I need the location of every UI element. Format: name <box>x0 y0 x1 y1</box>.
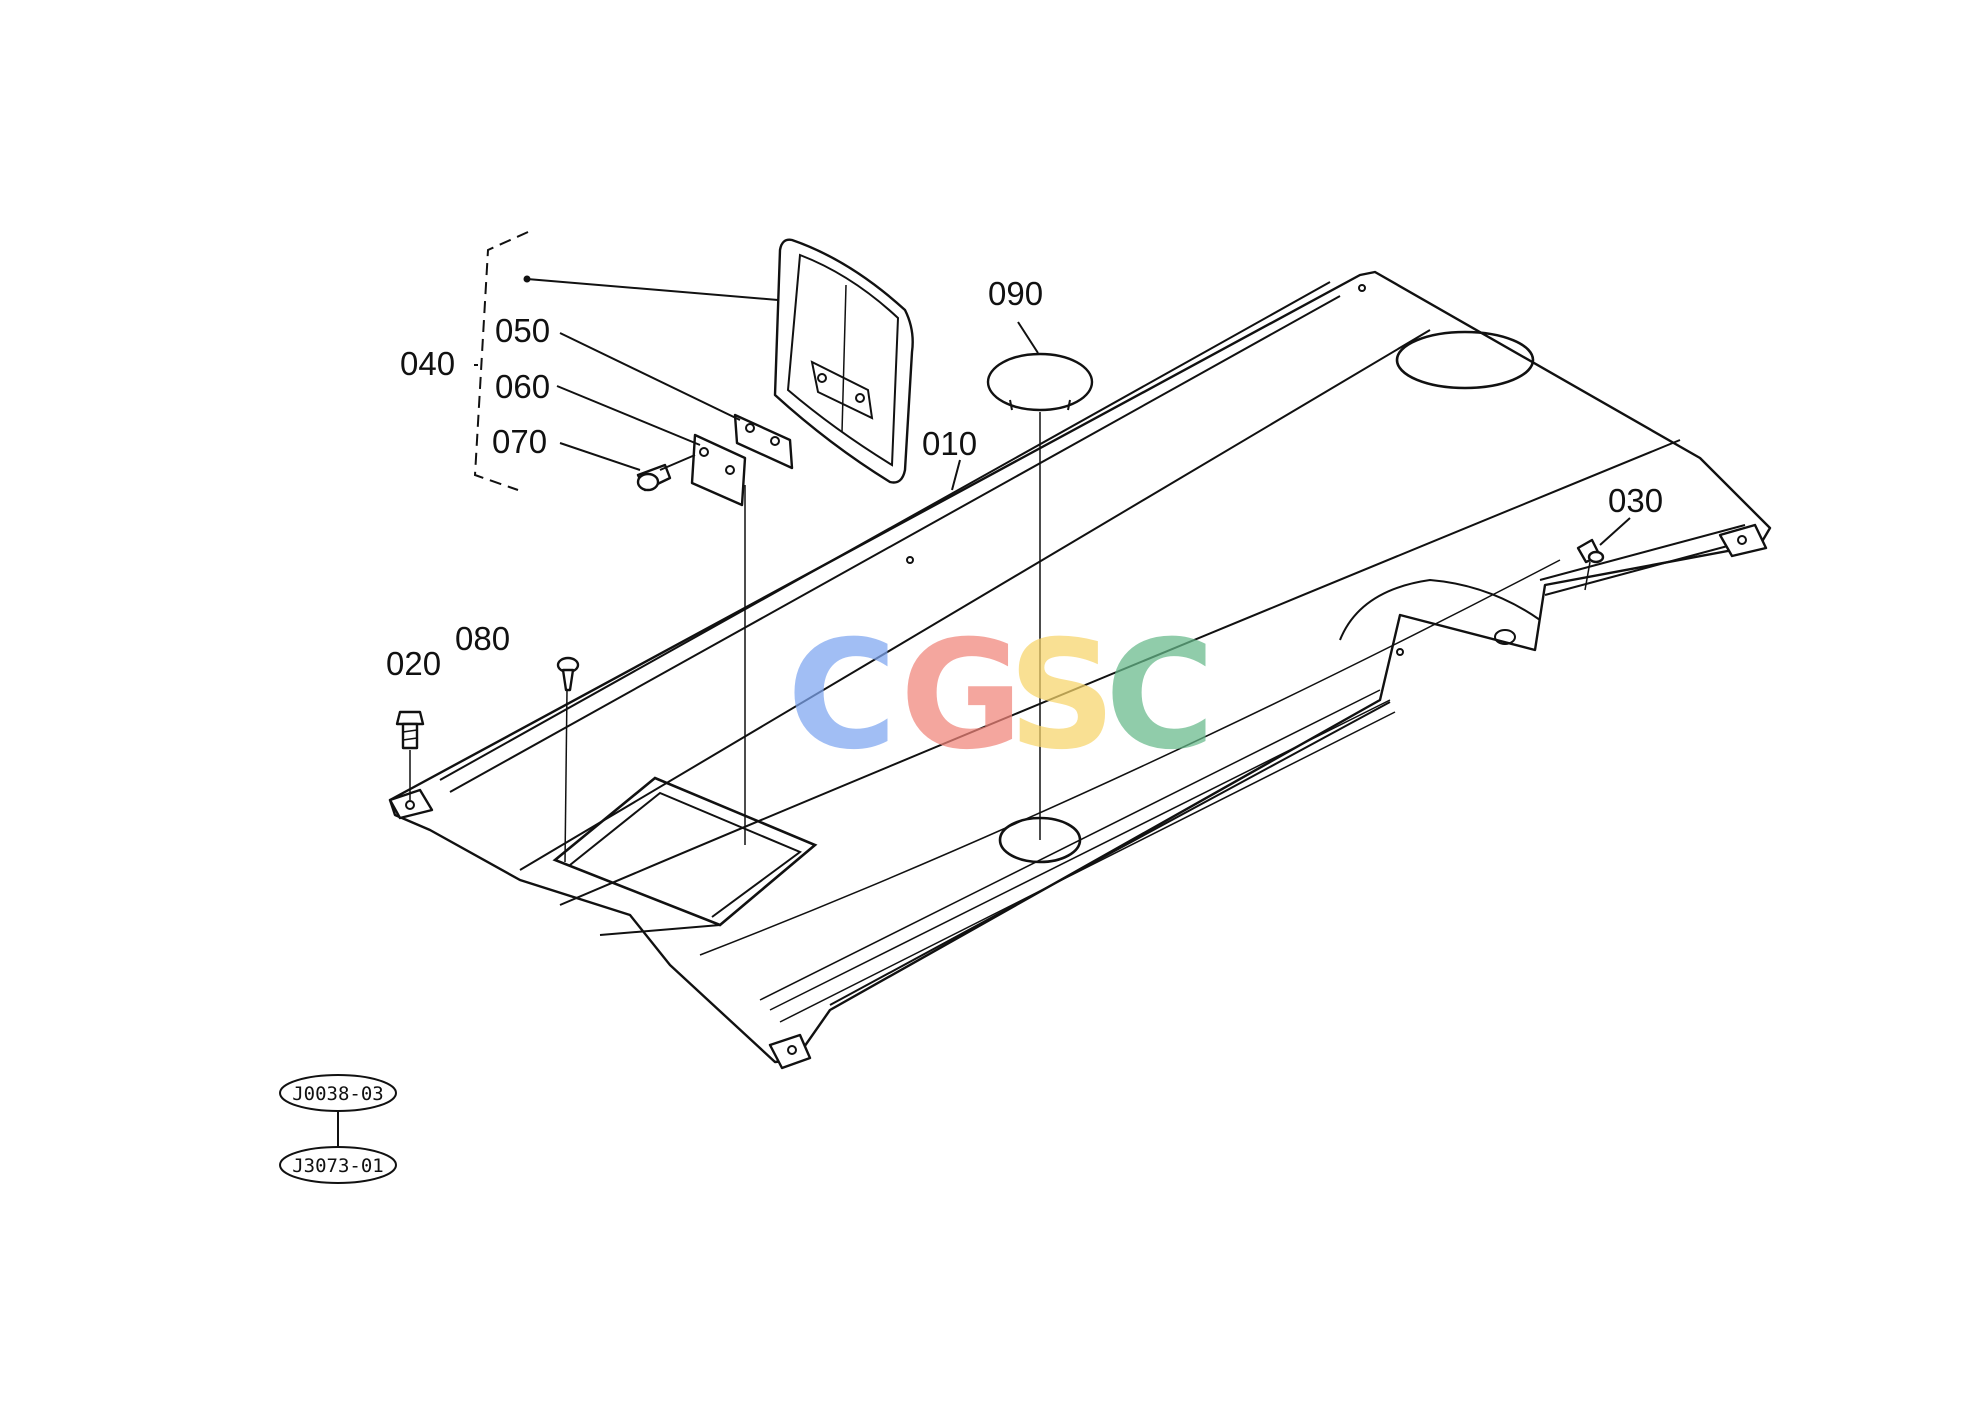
plate-050 <box>733 413 794 470</box>
watermark-letter: C <box>1105 609 1215 783</box>
bolt-070 <box>636 463 672 492</box>
callout-030: 030 <box>1608 482 1663 519</box>
reference-top: J0038-03 <box>292 1083 384 1105</box>
reference-codes: J0038-03 J3073-01 <box>279 1074 397 1184</box>
reference-bottom: J3073-01 <box>292 1155 384 1177</box>
callouts: 040 050 060 070 010 090 030 080 020 <box>386 275 1663 682</box>
cap-090 <box>986 352 1094 412</box>
bolt-020 <box>395 710 425 750</box>
watermark-letter: G <box>900 609 1023 783</box>
callout-040: 040 <box>400 345 455 382</box>
callout-090: 090 <box>988 275 1043 312</box>
bracket-060 <box>690 433 747 507</box>
rivet-080 <box>556 656 580 692</box>
watermark-letter: C <box>787 609 897 783</box>
callout-010: 010 <box>922 425 977 462</box>
cover-plate <box>773 238 914 484</box>
leader-lines <box>409 231 1631 863</box>
callout-060: 060 <box>495 368 550 405</box>
callout-070: 070 <box>492 423 547 460</box>
watermark-logo: C G S C <box>787 609 1215 783</box>
callout-080: 080 <box>455 620 510 657</box>
callout-050: 050 <box>495 312 550 349</box>
clip-030 <box>1576 538 1605 564</box>
callout-020: 020 <box>386 645 441 682</box>
watermark-letter: S <box>1008 609 1116 783</box>
